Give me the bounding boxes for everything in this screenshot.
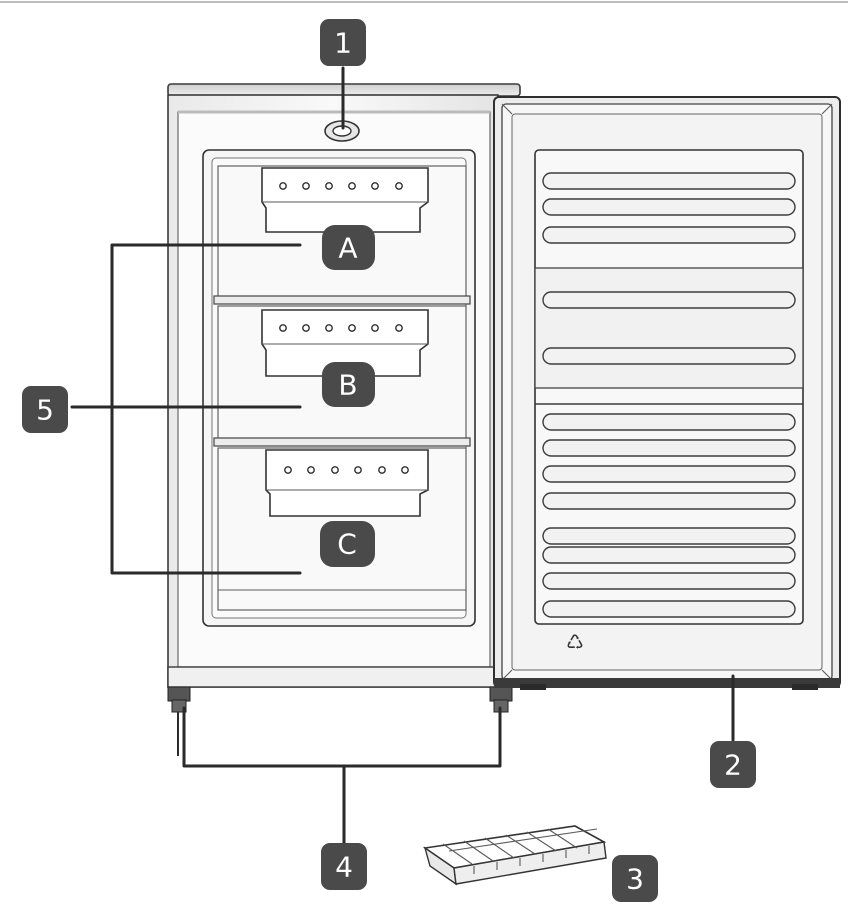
door: ♺ (493, 96, 841, 690)
svg-text:A: A (338, 232, 357, 265)
drawer-handle (265, 449, 429, 517)
callout-drawer-c: C (320, 521, 375, 567)
svg-text:C: C (337, 528, 357, 561)
callout-2: 2 (710, 741, 756, 788)
callout-drawer-a: A (322, 225, 375, 270)
svg-text:4: 4 (335, 851, 353, 884)
callout-drawer-b: B (322, 362, 375, 407)
drawer-handle (261, 167, 429, 233)
callout-5: 5 (22, 386, 68, 433)
svg-text:3: 3 (626, 863, 644, 896)
svg-text:B: B (338, 369, 357, 402)
recycle-icon: ♺ (566, 630, 584, 654)
door-ribs (542, 172, 796, 618)
svg-text:1: 1 (334, 27, 352, 60)
svg-text:2: 2 (724, 749, 742, 782)
adjustable-feet (167, 686, 513, 713)
drawer-handle (261, 309, 429, 377)
ice-cube-tray (422, 825, 607, 886)
svg-text:5: 5 (36, 394, 54, 427)
callout-3: 3 (612, 855, 658, 902)
leader-lines (70, 66, 735, 845)
callout-1: 1 (320, 19, 366, 66)
callout-4: 4 (321, 843, 367, 890)
thermostat-knob (324, 120, 360, 142)
